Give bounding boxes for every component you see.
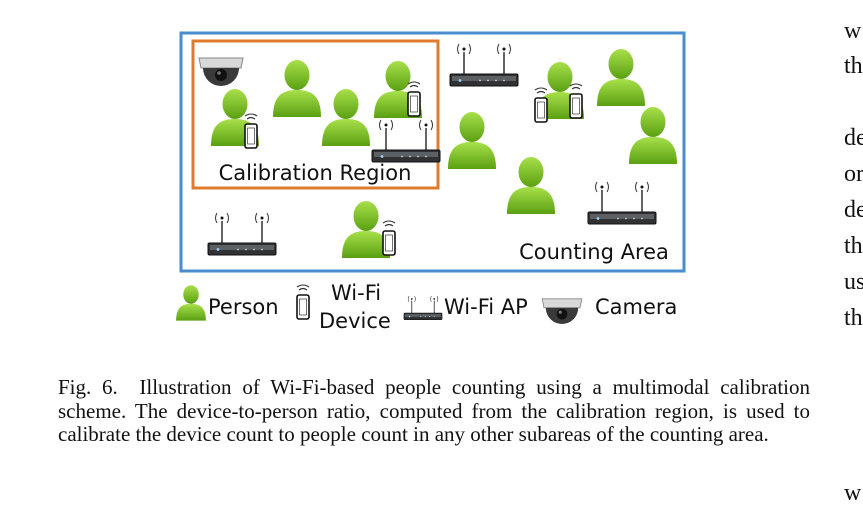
- calibration-region-box: [191, 39, 440, 190]
- legend-person-label: Person: [208, 295, 279, 319]
- wifi-device-icon: [407, 81, 421, 117]
- side-text-line: th: [844, 53, 863, 79]
- side-text-line: w: [844, 480, 862, 506]
- counting-area-label: Counting Area: [519, 240, 669, 264]
- legend-person-icon: [176, 285, 206, 321]
- wifi-ap-icon: [449, 43, 519, 87]
- wifi-ap-icon: [207, 212, 277, 256]
- wifi-device-icon: [569, 83, 583, 119]
- person-icon: [629, 107, 677, 164]
- figure-caption: Fig. 6. Illustration of Wi-Fi-based peop…: [58, 375, 811, 447]
- legend-camera-icon: [541, 298, 583, 325]
- legend-camera-label: Camera: [595, 295, 677, 319]
- figure-label: Fig. 6.: [58, 375, 118, 399]
- side-text-line: de: [844, 125, 863, 151]
- legend-wifi-device-label-line2: Device: [319, 309, 391, 333]
- wifi-device-icon: [382, 220, 396, 256]
- side-text-line: or: [844, 161, 863, 187]
- person-icon: [322, 89, 370, 146]
- wifi-ap-icon: [587, 181, 657, 225]
- wifi-device-icon: [244, 113, 258, 149]
- legend-wifi-ap-label: Wi-Fi AP: [444, 295, 528, 319]
- legend: Person Wi-Fi Device Wi-Fi AP Camera: [176, 281, 677, 333]
- side-text-line: th: [844, 233, 863, 259]
- legend-wifi-device-label-line1: Wi-Fi: [331, 281, 381, 305]
- side-text-line: w: [844, 18, 862, 44]
- side-text-line: de: [844, 197, 863, 223]
- person-icon: [507, 157, 555, 214]
- camera-icon: [198, 57, 244, 87]
- legend-wifi-device-icon: [296, 284, 310, 320]
- caption-text: Illustration of Wi-Fi-based people count…: [58, 375, 811, 446]
- person-icon: [597, 49, 645, 106]
- calibration-region-label: Calibration Region: [219, 161, 412, 185]
- wifi-ap-icon: [371, 119, 441, 163]
- legend-wifi-ap-icon: [403, 295, 443, 321]
- counting-area-box: [179, 31, 686, 273]
- person-icon: [448, 112, 496, 169]
- side-text-line: us: [844, 269, 863, 295]
- side-text-line: th: [844, 305, 863, 331]
- person-icon: [273, 60, 321, 117]
- wifi-device-icon: [534, 87, 548, 123]
